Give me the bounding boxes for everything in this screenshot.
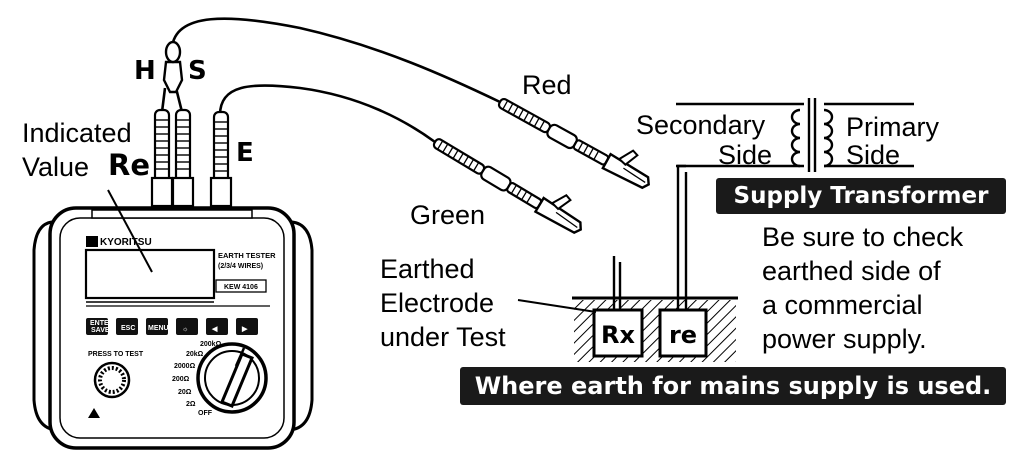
menu-button-label: MENU <box>148 325 169 332</box>
indicated-value-symbol: Re <box>108 148 150 182</box>
rx-label: Rx <box>601 321 635 349</box>
test-leads <box>160 17 501 144</box>
secondary-side-line1: Secondary <box>636 110 766 140</box>
range-2000: 2000Ω <box>174 363 196 370</box>
earth-wires <box>612 164 688 312</box>
earthed-electrode-line1: Earthed <box>380 254 475 284</box>
range-dial[interactable] <box>196 342 268 414</box>
model-number: KEW 4106 <box>224 284 258 291</box>
plug-h-label: H <box>134 56 156 86</box>
earthed-electrode-line3: under Test <box>380 322 506 352</box>
left-arrow-button[interactable] <box>206 318 228 335</box>
supply-transformer-banner: Supply Transformer <box>716 178 1006 214</box>
mains-supply-banner: Where earth for mains supply is used. <box>460 367 1006 405</box>
earthed-electrode-line2: Electrode <box>380 288 495 318</box>
device-buttons: ENTER SAVE ESC MENU ☼ ◀ ▶ <box>86 318 258 335</box>
indicated-value-line2: Value <box>22 152 90 182</box>
check-note-line2: earthed side of <box>762 256 941 286</box>
plug-s <box>171 108 195 208</box>
menu-button[interactable] <box>146 318 168 335</box>
backlight-button[interactable] <box>176 318 198 335</box>
svg-text:ENTER: ENTER <box>90 320 114 327</box>
range-20: 20Ω <box>178 389 192 396</box>
lead-red-wire <box>170 17 501 104</box>
primary-side-line2: Side <box>846 140 901 170</box>
plug-h <box>150 108 174 208</box>
lead-h-wire <box>160 87 167 113</box>
earth-tester-device: KYORITSU EARTH TESTER (2/3/4 WIRES) KEW … <box>32 206 314 450</box>
hs-splitter <box>162 40 184 94</box>
check-note-line3: a commercial <box>762 290 923 320</box>
model-title-line2: (2/3/4 WIRES) <box>218 263 263 270</box>
svg-text:SAVE: SAVE <box>91 327 110 334</box>
range-200: 200Ω <box>172 376 190 383</box>
supply-transformer-symbol <box>676 98 914 172</box>
right-arrow-icon: ▶ <box>241 326 248 333</box>
indicated-value-pointer <box>107 189 153 273</box>
plug-e <box>209 110 233 208</box>
red-lead-label: Red <box>522 70 572 100</box>
model-title-line1: EARTH TESTER <box>218 251 276 260</box>
esc-button-label: ESC <box>121 325 135 332</box>
range-200k: 200kΩ <box>200 341 222 348</box>
secondary-side-line2: Side <box>718 140 773 170</box>
indicated-value-line1: Indicated <box>22 118 132 148</box>
right-arrow-button[interactable] <box>236 318 258 335</box>
kyoritsu-logo-icon <box>86 236 98 247</box>
check-note-line4: power supply. <box>762 324 927 354</box>
sun-icon: ☼ <box>182 326 188 333</box>
red-probe-clip <box>497 97 650 190</box>
range-off: OFF <box>198 410 213 417</box>
re-label: re <box>669 321 697 349</box>
lead-green-wire <box>218 84 436 144</box>
range-20k: 20kΩ <box>186 351 204 358</box>
lcd-display <box>84 248 216 300</box>
plug-s-label: S <box>188 56 207 86</box>
enter-save-button[interactable] <box>86 318 108 335</box>
earthed-electrode-pointer <box>517 299 597 313</box>
warning-icon <box>88 408 100 418</box>
range-2: 2Ω <box>186 401 196 408</box>
esc-button[interactable] <box>116 318 138 335</box>
green-lead-label: Green <box>410 200 486 230</box>
re-electrode-box: re <box>658 308 708 358</box>
green-probe-clip <box>432 138 582 234</box>
brand-name: KYORITSU <box>100 237 152 248</box>
plug-e-label: E <box>236 138 254 168</box>
primary-side-line1: Primary <box>846 112 939 142</box>
check-note-line1: Be sure to check <box>762 222 964 252</box>
left-arrow-icon: ◀ <box>211 326 218 333</box>
press-to-test-label: PRESS TO TEST <box>88 351 144 358</box>
rx-electrode-box: Rx <box>592 308 644 358</box>
